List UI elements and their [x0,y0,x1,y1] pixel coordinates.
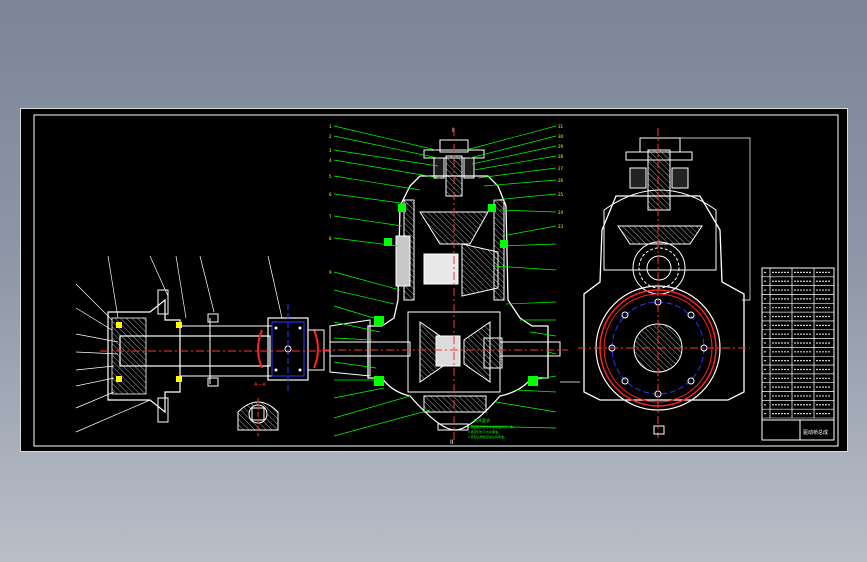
note-1: 1.装配前所有零件用煤油清洗干净。 [468,424,516,429]
notes-title: 技术要求 [474,417,490,423]
parts-list-row [761,320,835,331]
svg-text:31: 31 [558,124,564,129]
parts-list [761,267,835,419]
svg-text:5: 5 [329,174,332,179]
technical-notes: 技术要求 1.装配前所有零件用煤油清洗干净。 2.各密封处不允许漏油。 3.装配… [468,417,516,439]
parts-list-row [761,267,835,278]
bottom-view-mark: II [450,439,454,446]
parts-list-row [761,382,835,392]
parts-list-row [761,364,835,375]
svg-text:26: 26 [558,178,564,183]
svg-text:1: 1 [329,124,332,129]
svg-text:24: 24 [558,210,564,215]
svg-text:7: 7 [329,214,332,219]
section-label: A—A [254,382,266,388]
parts-list-row [761,285,835,295]
parts-list-row [761,276,835,286]
inner-frame [33,114,839,447]
note-3: 3.装配后按规定加注润滑油。 [468,434,507,439]
svg-text:28: 28 [558,154,564,159]
svg-text:25: 25 [558,192,564,197]
parts-list-row [761,391,835,401]
right-view-housing-front [560,128,751,438]
top-view-mark: I [452,127,454,134]
parts-list-row [761,400,835,410]
svg-text:4: 4 [329,158,332,163]
svg-text:27: 27 [558,166,564,171]
parts-list-row [761,408,835,419]
svg-text:3: 3 [329,148,332,153]
svg-text:23: 23 [558,224,564,229]
right-leader-lines [465,125,557,429]
parts-list-row [761,329,835,339]
svg-text:2: 2 [329,134,332,139]
parts-list-row [761,347,835,357]
parts-list-row [761,311,835,322]
title-block: 驱动桥总成 [761,267,835,441]
left-view-half-shaft: A—A [75,255,330,436]
parts-list-row [761,294,835,304]
svg-text:6: 6 [329,192,332,197]
parts-list-row [761,303,835,313]
left-leader-lines [333,125,441,437]
svg-text:30: 30 [558,134,564,139]
parts-list-row [761,355,835,366]
svg-text:29: 29 [558,144,564,149]
middle-view-main-reducer: I II [322,124,568,446]
parts-list-row [761,373,835,383]
note-2: 2.各密封处不允许漏油。 [468,429,501,434]
sheet-name: 驱动桥总成 [803,429,828,436]
parts-list-row [761,338,835,348]
svg-text:8: 8 [329,236,332,241]
svg-text:9: 9 [329,270,332,275]
